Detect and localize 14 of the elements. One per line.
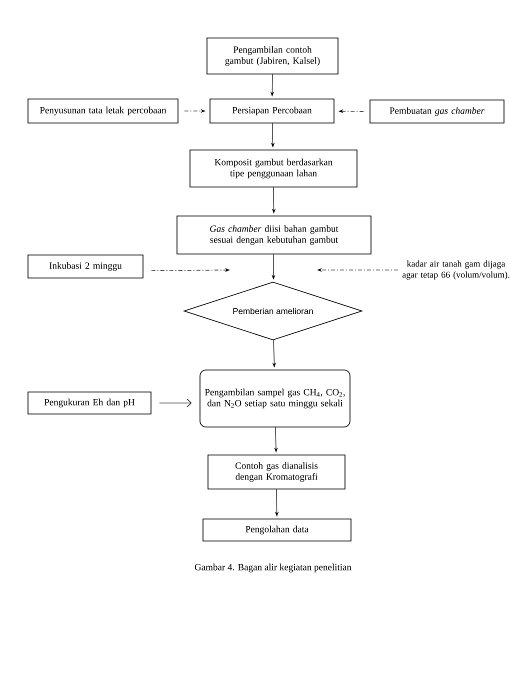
process-box: Persiapan Percobaan (210, 98, 334, 124)
process-box: Pengambilan contoh gambut (Jabiren, Kalsel) (206, 38, 338, 74)
process-box: Komposit gambut berdasarkan tipe penggunaan lahan (190, 150, 358, 188)
process-box: Gas chamber diisi bahan gambut sesuai dengan kebutuhan gambut (176, 216, 372, 254)
process-box: Inkubasi 2 minggu (28, 254, 144, 278)
arrow (159, 398, 192, 408)
process-box: Contoh gas dianalisis dengan Kromatografi (208, 454, 346, 490)
process-box: Pembuatan gas chamber (370, 100, 504, 124)
process-box: Penyusunan tata letak percobaan (28, 98, 178, 124)
process-box: Pengambilan sampel gas CH$_{4}$, CO$_{2}$, dan N$_{2}$O setiap satu minggu sekali (200, 370, 350, 428)
note-text: kadar air tanah gam dijaga agar tetap 66 (volum/volum). (402, 260, 510, 280)
process-box: Pengolahan data (202, 518, 352, 542)
caption: Gambar 4. Bagan alir kegiatan penelitian (194, 564, 352, 572)
process-box: Pengukuran Eh dan pH (28, 392, 152, 414)
